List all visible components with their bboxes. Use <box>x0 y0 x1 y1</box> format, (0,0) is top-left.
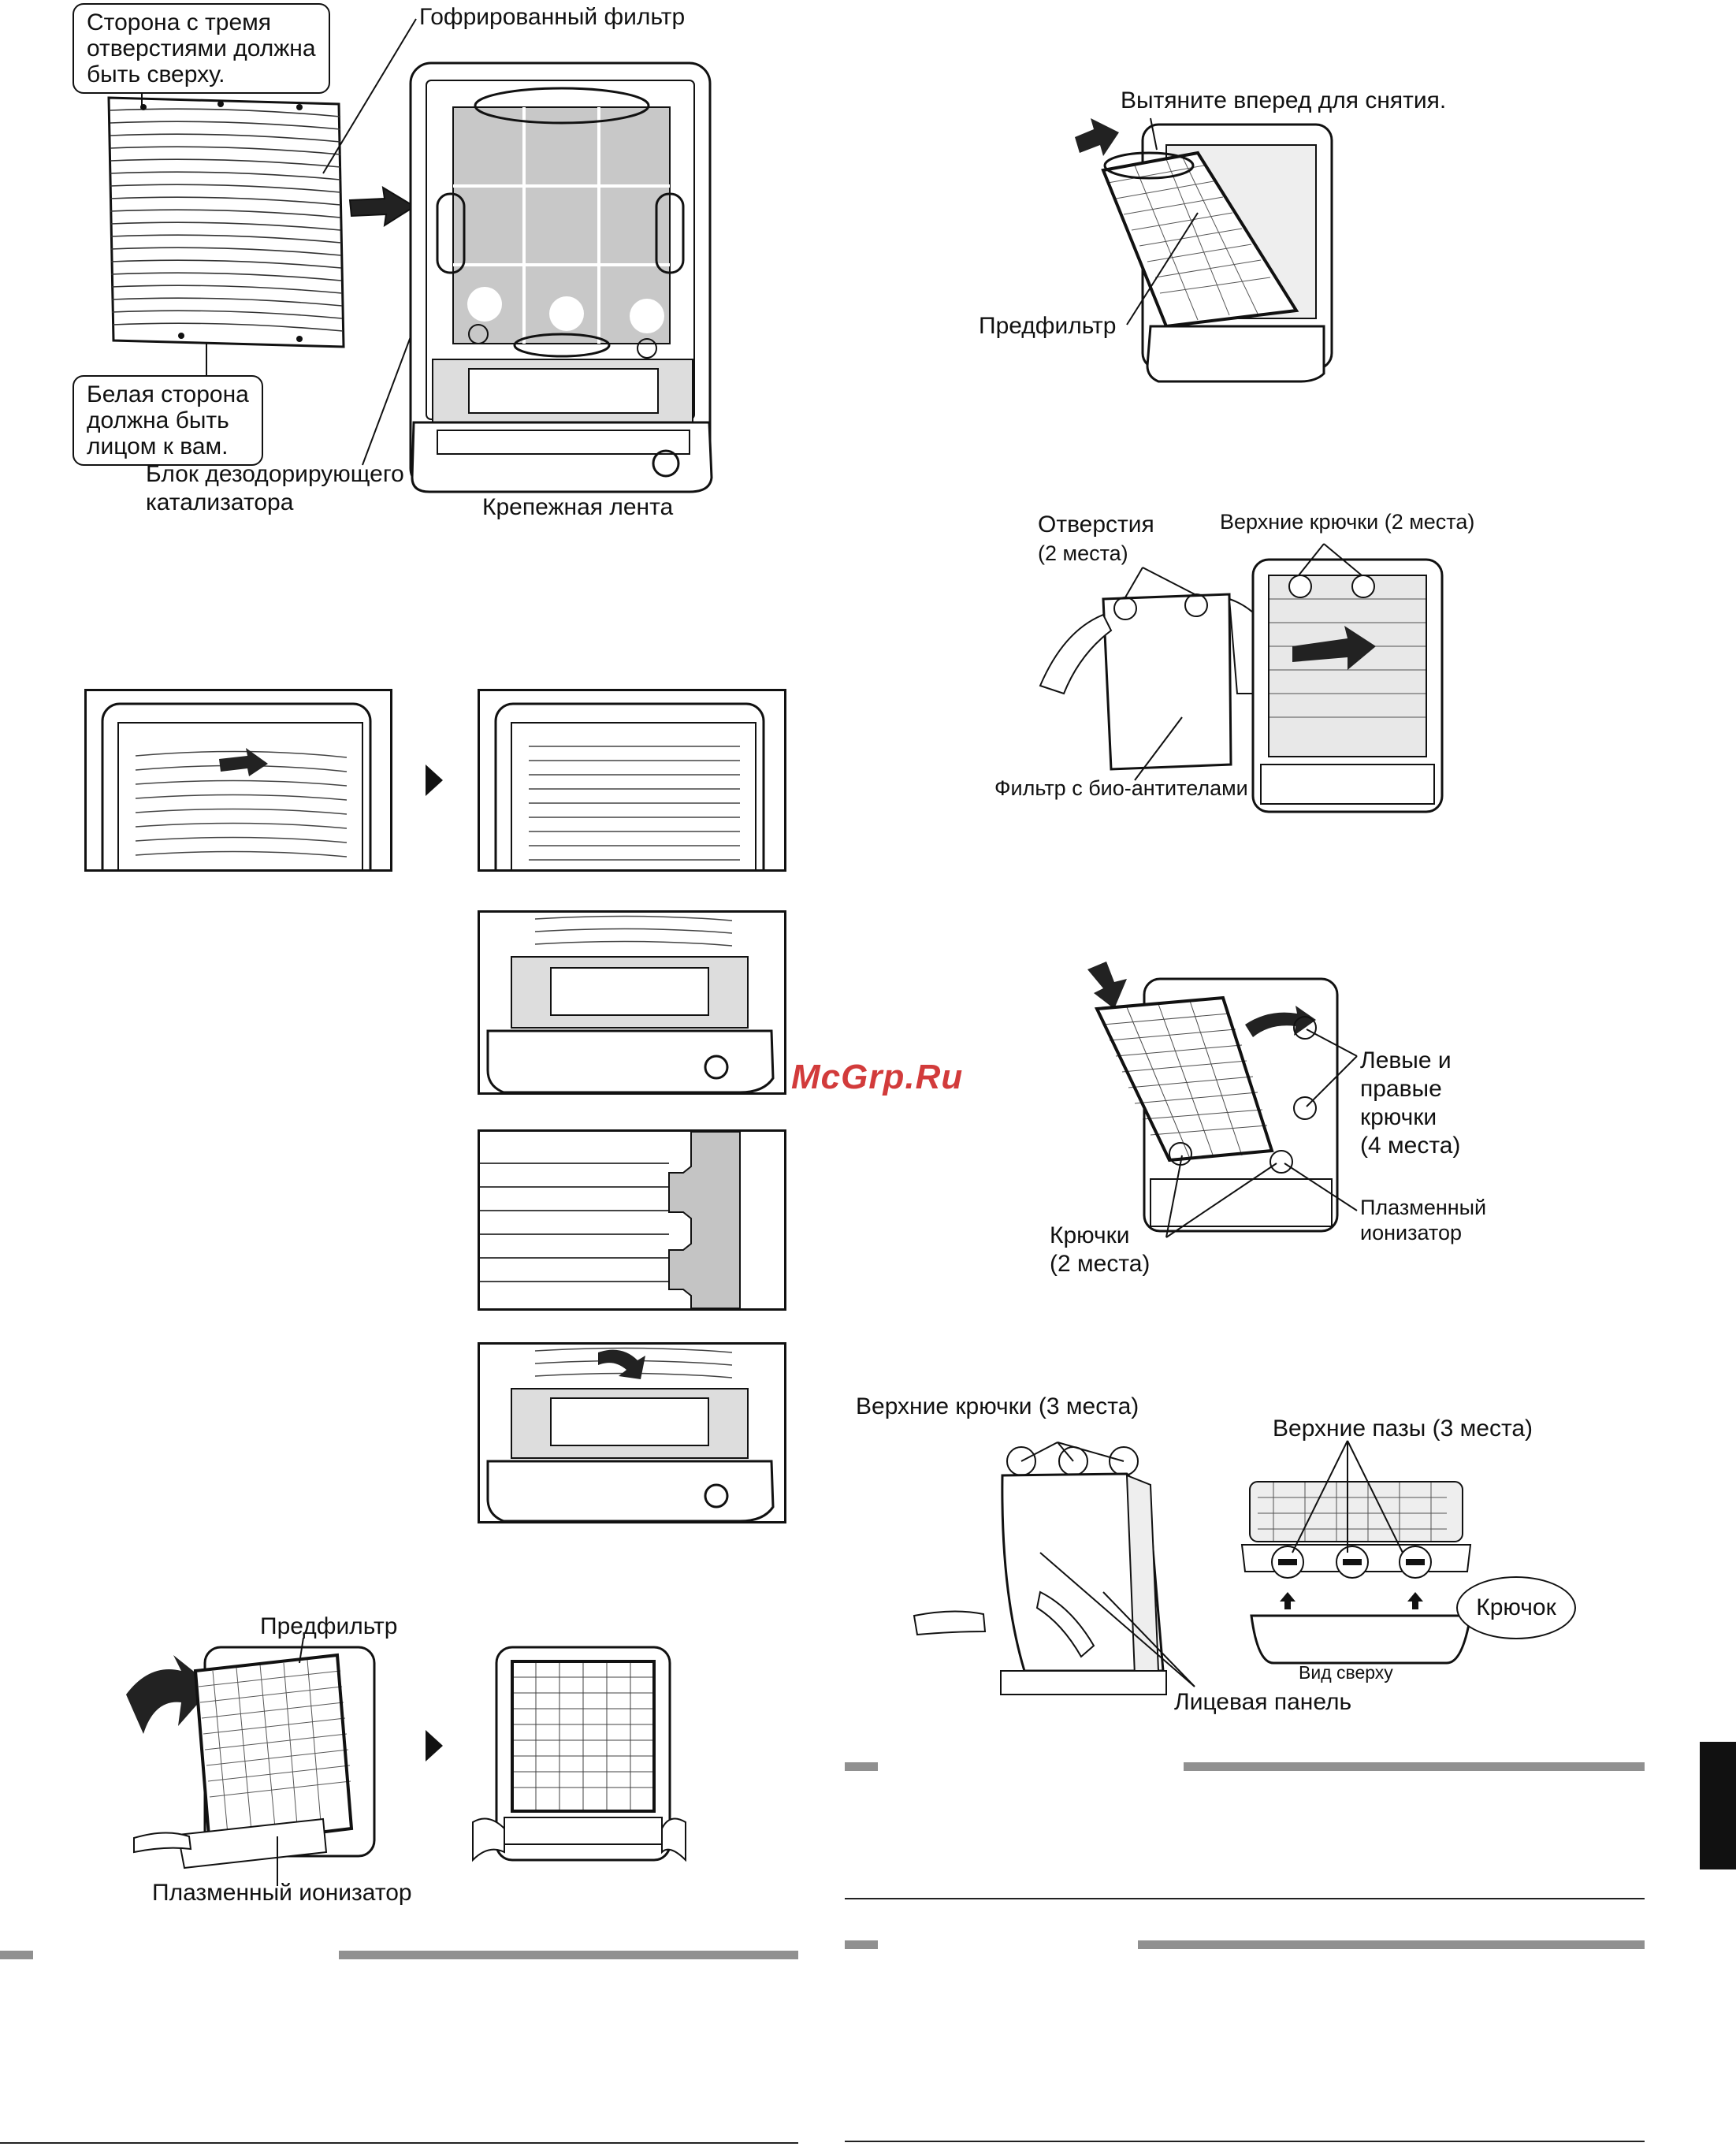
label-prefilter-bottom: Предфильтр <box>260 1613 398 1639</box>
prefilter-reinstall-illustration <box>126 1646 376 1869</box>
step-panel-strap-1 <box>84 689 392 872</box>
section-divider-right-1 <box>845 1898 1645 1899</box>
panel-illustration <box>494 702 765 869</box>
section-divider-left-bottom <box>0 2142 798 2144</box>
callout-three-holes: Сторона с тремя отверстиями должна быть … <box>72 3 330 94</box>
insert-arrow <box>348 186 416 228</box>
prefilter-install-illustration <box>1087 962 1339 1233</box>
step-panel-strap-4 <box>478 1129 786 1311</box>
top-slots-illustration <box>1240 1481 1472 1665</box>
prefilter-pull-illustration <box>1075 118 1333 383</box>
section-divider-right-2 <box>845 2141 1645 2142</box>
bio-filter-illustration <box>1039 558 1444 813</box>
section-rule-right-2-long <box>1138 1940 1645 1949</box>
purifier-unit-open <box>409 61 713 493</box>
panel-illustration <box>486 915 775 1092</box>
step-panel-strap-3 <box>478 910 786 1095</box>
next-step-arrow <box>426 765 443 796</box>
label-top-slots: Верхние пазы (3 места) <box>1273 1416 1533 1442</box>
label-bio-filter: Фильтр с био-антителами <box>994 776 1248 800</box>
panel-illustration <box>101 702 372 869</box>
section-rule-left-short <box>0 1951 33 1959</box>
section-rule-right-2-short <box>845 1940 878 1949</box>
step-panel-strap-5 <box>478 1342 786 1523</box>
panel-illustration <box>486 1347 775 1521</box>
next-step-arrow <box>426 1730 443 1762</box>
label-top-hooks-three: Верхние крючки (3 места) <box>856 1393 1139 1419</box>
leader-front-panel <box>1020 1440 1403 1687</box>
pleated-filter-sheet <box>107 96 345 348</box>
label-deodorizer-unit: Блок дезодорирующего катализатора <box>146 461 404 515</box>
leader-bio-filter <box>1124 543 1362 781</box>
watermark: McGrp.Ru <box>791 1058 964 1096</box>
label-ionizer-bottom: Плазменный ионизатор <box>152 1880 412 1906</box>
page-side-tab <box>1700 1742 1736 1869</box>
leader-prefilter-install <box>1165 1029 1358 1238</box>
label-prefilter-top: Предфильтр <box>979 313 1117 339</box>
label-hooks-two: Крючки (2 места) <box>1050 1222 1151 1277</box>
section-rule-right-1-short <box>845 1762 878 1771</box>
label-top-view: Вид сверху <box>1299 1662 1393 1683</box>
panel-illustration <box>480 1132 741 1308</box>
callout-hook: Крючок <box>1456 1576 1576 1639</box>
label-pull-forward: Вытяните вперед для снятия. <box>1121 87 1447 113</box>
label-pleated-filter: Гофрированный фильтр <box>419 4 686 30</box>
label-front-panel: Лицевая панель <box>1174 1689 1352 1715</box>
label-plasma-ionizer: Плазменный ионизатор <box>1360 1196 1487 1244</box>
label-top-hooks-two: Верхние крючки (2 места) <box>1220 510 1475 534</box>
leader-prefilter-top <box>1126 117 1199 326</box>
label-side-hooks: Левые и правые крючки (4 места) <box>1360 1047 1461 1159</box>
section-rule-right-1-long <box>1184 1762 1645 1771</box>
section-rule-left-long <box>339 1951 798 1959</box>
callout-white-side: Белая сторона должна быть лицом к вам. <box>72 375 263 466</box>
label-holes: Отверстия (2 места) <box>1038 512 1154 565</box>
leader-ionizer <box>277 1637 304 1886</box>
label-strap: Крепежная лента <box>482 494 674 520</box>
prefilter-installed-illustration <box>472 1646 686 1862</box>
step-panel-strap-2 <box>478 689 786 872</box>
